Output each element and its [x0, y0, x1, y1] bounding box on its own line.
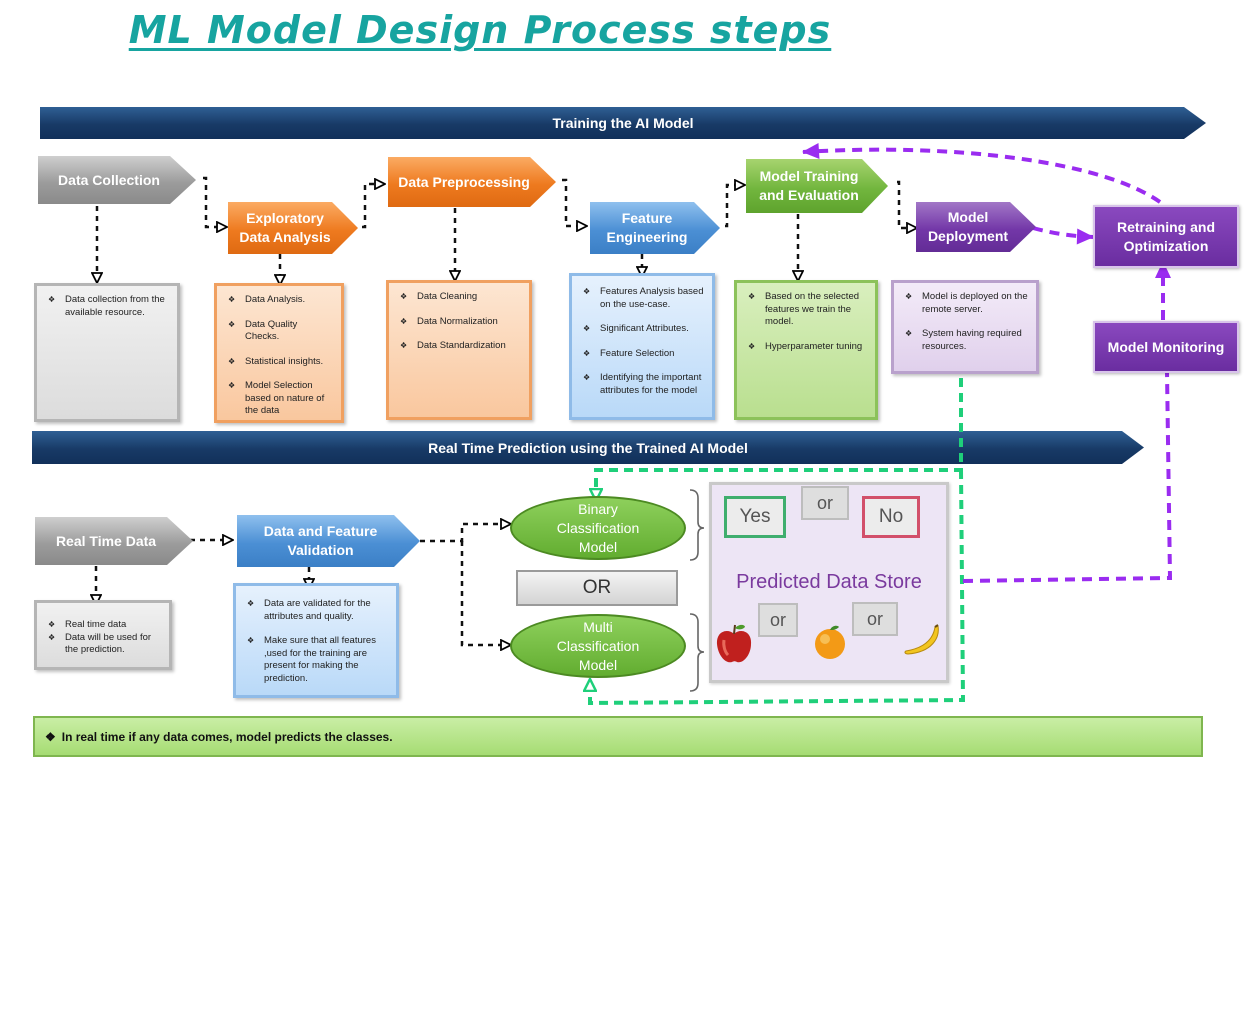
note-item: Data Quality Checks.: [228, 319, 333, 344]
note-item: Make sure that all features ,used for th…: [247, 635, 388, 685]
step-data-preprocessing: Data Preprocessing: [388, 157, 556, 207]
bottom-note-bullet: ❖: [45, 729, 56, 744]
note-item: Identifying the important attributes for…: [583, 372, 704, 397]
multi-line2: Classification: [556, 637, 640, 654]
note-item: Model is deployed on the remote server.: [905, 291, 1028, 316]
bracket-multi: [689, 613, 705, 692]
realtime-banner: Real Time Prediction using the Trained A…: [32, 431, 1144, 464]
purple-retrain-training: [802, 143, 1162, 204]
note-item: Data Normalization: [400, 316, 521, 329]
step-eda-line1: Exploratory: [246, 210, 324, 226]
or-label-top-text: or: [816, 492, 833, 513]
training-banner: Training the AI Model: [40, 107, 1206, 139]
note-item: Data are validated for the attributes an…: [247, 598, 388, 623]
apple-icon: [716, 624, 752, 663]
training-banner-label: Training the AI Model: [552, 115, 694, 131]
note-data-collection: Data collection from the available resou…: [34, 283, 180, 422]
note-item: Features Analysis based on the use-case.: [583, 286, 704, 311]
bottom-note-text: In real time if any data comes, model pr…: [61, 729, 393, 744]
step-eda-line2: Data Analysis: [239, 229, 331, 245]
step-model-training: Model Training and Evaluation: [746, 159, 888, 213]
green-loop-binary: [596, 378, 963, 500]
note-item: System having required resources.: [905, 328, 1028, 353]
step-real-time-data-label: Real Time Data: [55, 532, 157, 549]
note-item: Significant Attributes.: [583, 323, 704, 336]
validation-line2: Validation: [287, 542, 354, 558]
arrow-eda-preprocessing: [362, 184, 384, 229]
step-data-preprocessing-label: Data Preprocessing: [398, 173, 530, 190]
bracket-binary: [689, 489, 705, 561]
validation-line1: Data and Feature: [263, 523, 378, 539]
note-eda: Data Analysis. Data Quality Checks. Stat…: [214, 283, 344, 423]
note-item: Data Analysis.: [228, 294, 333, 307]
binary-line3: Model: [578, 538, 618, 555]
step-data-collection-label: Data Collection: [58, 171, 160, 188]
note-item: Real time data: [48, 619, 161, 632]
step-training-line1: Model Training: [759, 168, 859, 184]
yes-label: Yes: [724, 496, 786, 538]
note-item: Based on the selected features we train …: [748, 291, 867, 329]
page-title: ML Model Design Process steps: [128, 8, 832, 52]
yes-label-text: Yes: [739, 506, 771, 527]
step-deployment-line1: Model: [947, 209, 989, 225]
arrow-training-deployment: [897, 180, 916, 228]
or-label-left-text: or: [769, 609, 786, 630]
note-item: Data Standardization: [400, 340, 521, 353]
no-label: No: [862, 496, 920, 538]
note-preprocessing: Data Cleaning Data Normalization Data St…: [386, 280, 532, 420]
note-item: Data collection from the available resou…: [48, 294, 169, 319]
arrow-preprocessing-feature: [562, 178, 586, 226]
note-item: Feature Selection: [583, 348, 704, 361]
arrow-feature-training: [725, 185, 744, 228]
or-label-left: or: [758, 603, 798, 637]
purple-store-monitor: [962, 371, 1173, 583]
or-label-top: or: [801, 486, 849, 520]
model-monitoring-label: Model Monitoring: [1107, 338, 1225, 355]
or-label-right: or: [852, 602, 898, 636]
retraining-line2: Optimization: [1123, 237, 1209, 254]
step-training-line2: and Evaluation: [759, 187, 859, 203]
multi-line1: Multi: [583, 618, 613, 635]
binary-line1: Binary: [578, 500, 618, 517]
or-separator-label: OR: [582, 577, 612, 598]
model-monitoring-box: Model Monitoring: [1093, 321, 1239, 373]
predicted-data-store-title: Predicted Data Store: [736, 571, 922, 593]
note-model-deployment: Model is deployed on the remote server. …: [891, 280, 1039, 374]
step-feature-line1: Feature: [621, 210, 673, 226]
no-label-text: No: [878, 506, 904, 527]
step-real-time-data: Real Time Data: [35, 517, 193, 565]
note-real-time-data: Real time data Data will be used for the…: [34, 600, 172, 670]
step-deployment-line2: Deployment: [927, 228, 1009, 244]
note-feature-engineering: Features Analysis based on the use-case.…: [569, 273, 715, 420]
step-data-collection: Data Collection: [38, 156, 196, 204]
or-label-right-text: or: [866, 608, 883, 629]
purple-deploy-retrain: [1032, 226, 1094, 245]
orange-icon: [815, 625, 845, 659]
note-item: Data will be used for the prediction.: [48, 632, 161, 657]
multi-line3: Model: [578, 656, 618, 673]
note-data-feature-validation: Data are validated for the attributes an…: [233, 583, 399, 698]
note-model-training: Based on the selected features we train …: [734, 280, 878, 420]
note-item: Data Cleaning: [400, 291, 521, 304]
arrow-collection-eda: [203, 176, 226, 227]
bottom-note: ❖ In real time if any data comes, model …: [33, 716, 1203, 757]
or-separator: OR: [516, 570, 678, 606]
banana-icon: [904, 624, 939, 655]
note-item: Hyperparameter tuning: [748, 341, 867, 354]
realtime-banner-label: Real Time Prediction using the Trained A…: [428, 439, 748, 456]
binary-line2: Classification: [556, 519, 640, 536]
note-item: Statistical insights.: [228, 356, 333, 369]
note-item: Model Selection based on nature of the d…: [228, 380, 333, 418]
step-feature-line2: Engineering: [606, 229, 688, 245]
retraining-line1: Retraining and: [1116, 218, 1215, 235]
